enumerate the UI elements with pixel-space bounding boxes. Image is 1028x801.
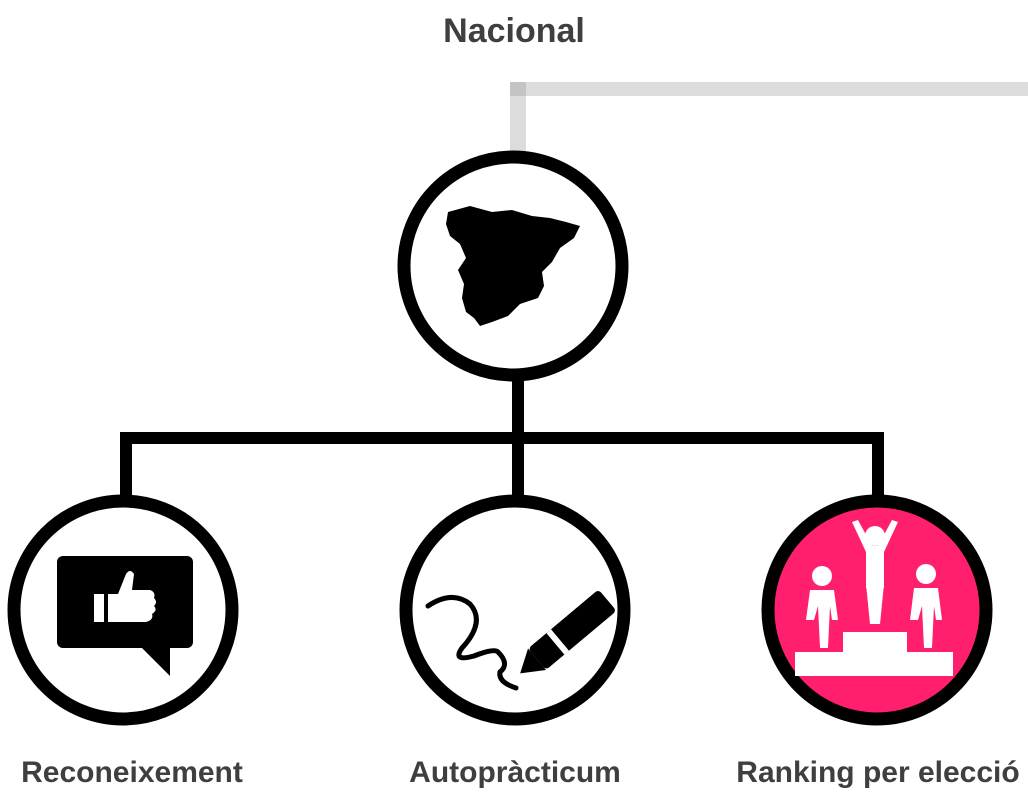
node-label-reconeixement: Reconeixement bbox=[21, 756, 243, 789]
gray-connector-line bbox=[510, 82, 1028, 194]
node-label-ranking: Ranking per elecció bbox=[736, 756, 1020, 789]
tree-connectors bbox=[120, 360, 884, 500]
node-label-autopracticum: Autopràcticum bbox=[409, 756, 621, 789]
node-reconeixement[interactable] bbox=[7, 494, 239, 726]
node-ranking[interactable] bbox=[761, 494, 993, 726]
thumbs-up-speech-bubble-icon bbox=[57, 556, 193, 676]
node-autopracticum[interactable] bbox=[399, 494, 631, 726]
pen-signature-icon bbox=[425, 591, 615, 691]
podium-icon bbox=[795, 520, 953, 676]
root-node-spain[interactable] bbox=[397, 150, 629, 382]
spain-map-icon bbox=[446, 206, 580, 326]
diagram-title: Nacional bbox=[443, 12, 585, 50]
